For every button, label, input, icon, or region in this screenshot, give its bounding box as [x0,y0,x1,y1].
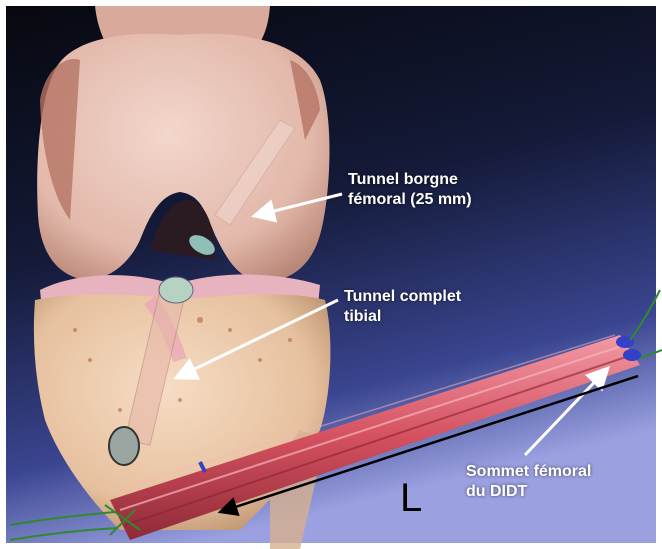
graft-top-label-line1: Sommet fémoral [466,462,591,482]
length-marker: L [400,476,422,520]
tibial-tunnel-label-line1: Tunnel complet [344,287,461,307]
femoral-tunnel-label-line1: Tunnel borgne [348,170,472,190]
femoral-tunnel-label: Tunnel borgne fémoral (25 mm) [348,170,472,210]
graft-top-label: Sommet fémoral du DIDT [466,462,591,502]
tibial-tunnel-label: Tunnel complet tibial [344,287,461,327]
tibial-tunnel-label-line2: tibial [344,307,461,327]
tibial-tunnel-exit [109,427,139,465]
graft-top-label-line2: du DIDT [466,482,591,502]
femoral-tunnel-label-line2: fémoral (25 mm) [348,190,472,210]
tibial-tunnel-top [159,277,193,303]
